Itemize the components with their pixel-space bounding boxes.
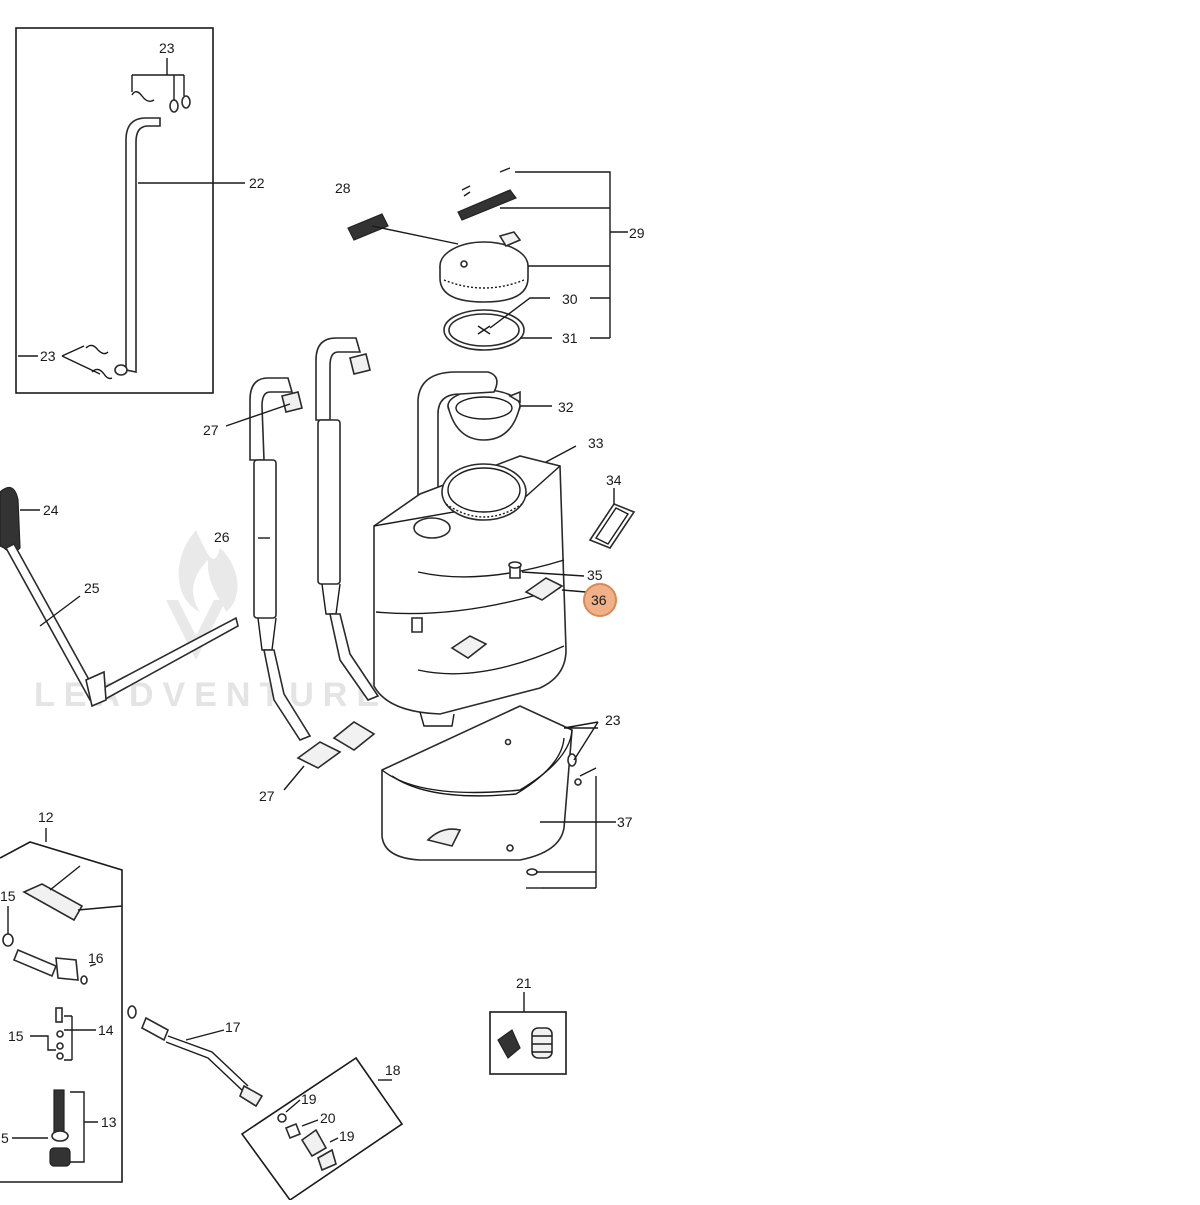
part-19-20-nozzles bbox=[277, 1113, 337, 1172]
callout-12[interactable]: 12 bbox=[38, 809, 54, 825]
callout-37[interactable]: 37 bbox=[617, 814, 633, 830]
callout-19-bottom[interactable]: 19 bbox=[339, 1128, 355, 1144]
handle-kit-frame bbox=[15, 27, 214, 394]
part-15-16-valve bbox=[2, 933, 88, 985]
part-23-clips-top bbox=[131, 91, 191, 113]
part-17-hose bbox=[127, 1005, 264, 1108]
callout-35[interactable]: 35 bbox=[587, 567, 603, 583]
part-26-strap-right bbox=[315, 337, 380, 701]
callout-22[interactable]: 22 bbox=[249, 175, 265, 191]
callout-27-top[interactable]: 27 bbox=[203, 422, 219, 438]
part-13-spring bbox=[49, 1089, 71, 1167]
callout-17[interactable]: 17 bbox=[225, 1019, 241, 1035]
part-33-tank bbox=[373, 371, 567, 727]
callout-29[interactable]: 29 bbox=[629, 225, 645, 241]
part-35-valve bbox=[508, 561, 522, 579]
callout-23-tray[interactable]: 23 bbox=[605, 712, 621, 728]
part-23-screws bbox=[526, 753, 597, 889]
part-28-label bbox=[347, 213, 389, 241]
part-25-lever bbox=[4, 542, 239, 708]
part-23-clips-bottom bbox=[85, 344, 113, 380]
part-29-label-strip bbox=[457, 167, 517, 221]
nozzle-kit-frame bbox=[240, 1056, 404, 1202]
part-32-strainer bbox=[447, 389, 521, 441]
part-27-buckles bbox=[281, 353, 376, 769]
callout-19-top[interactable]: 19 bbox=[301, 1091, 317, 1107]
callout-24[interactable]: 24 bbox=[43, 502, 59, 518]
valve-kit-frame bbox=[0, 841, 123, 1183]
callout-36[interactable]: 36 bbox=[591, 592, 607, 608]
cap-kit-frame bbox=[489, 1011, 567, 1075]
callout-31[interactable]: 31 bbox=[562, 330, 578, 346]
callout-13[interactable]: 13 bbox=[101, 1114, 117, 1130]
part-22-lever-rod bbox=[114, 117, 161, 376]
callout-23-top[interactable]: 23 bbox=[159, 40, 175, 56]
part-24-grip bbox=[0, 486, 21, 553]
part-14-fittings bbox=[55, 1007, 64, 1060]
callout-32[interactable]: 32 bbox=[558, 399, 574, 415]
callout-21[interactable]: 21 bbox=[516, 975, 532, 991]
part-37-tray bbox=[381, 705, 573, 861]
part-34-gasket bbox=[588, 503, 636, 549]
part-30-31-filter bbox=[443, 309, 525, 351]
part-29-lid bbox=[439, 231, 529, 303]
callout-27-bottom[interactable]: 27 bbox=[259, 788, 275, 804]
part-36-clip bbox=[524, 577, 564, 601]
callout-34[interactable]: 34 bbox=[606, 472, 622, 488]
callout-18[interactable]: 18 bbox=[385, 1062, 401, 1078]
highlight-marker-36[interactable] bbox=[583, 583, 617, 617]
callout-25[interactable]: 25 bbox=[84, 580, 100, 596]
callout-26[interactable]: 26 bbox=[214, 529, 230, 545]
part-21-caps bbox=[497, 1027, 553, 1059]
callout-20[interactable]: 20 bbox=[320, 1110, 336, 1126]
callout-28[interactable]: 28 bbox=[335, 180, 351, 196]
callout-30[interactable]: 30 bbox=[562, 291, 578, 307]
callout-5[interactable]: 5 bbox=[1, 1130, 9, 1146]
callout-23-left[interactable]: 23 bbox=[40, 348, 56, 364]
callout-15-bottom[interactable]: 15 bbox=[8, 1028, 24, 1044]
callout-14[interactable]: 14 bbox=[98, 1022, 114, 1038]
callout-33[interactable]: 33 bbox=[588, 435, 604, 451]
callout-15-top[interactable]: 15 bbox=[0, 888, 16, 904]
part-26-strap-left bbox=[249, 377, 312, 741]
part-15-lever bbox=[22, 883, 123, 922]
callout-16[interactable]: 16 bbox=[88, 950, 104, 966]
